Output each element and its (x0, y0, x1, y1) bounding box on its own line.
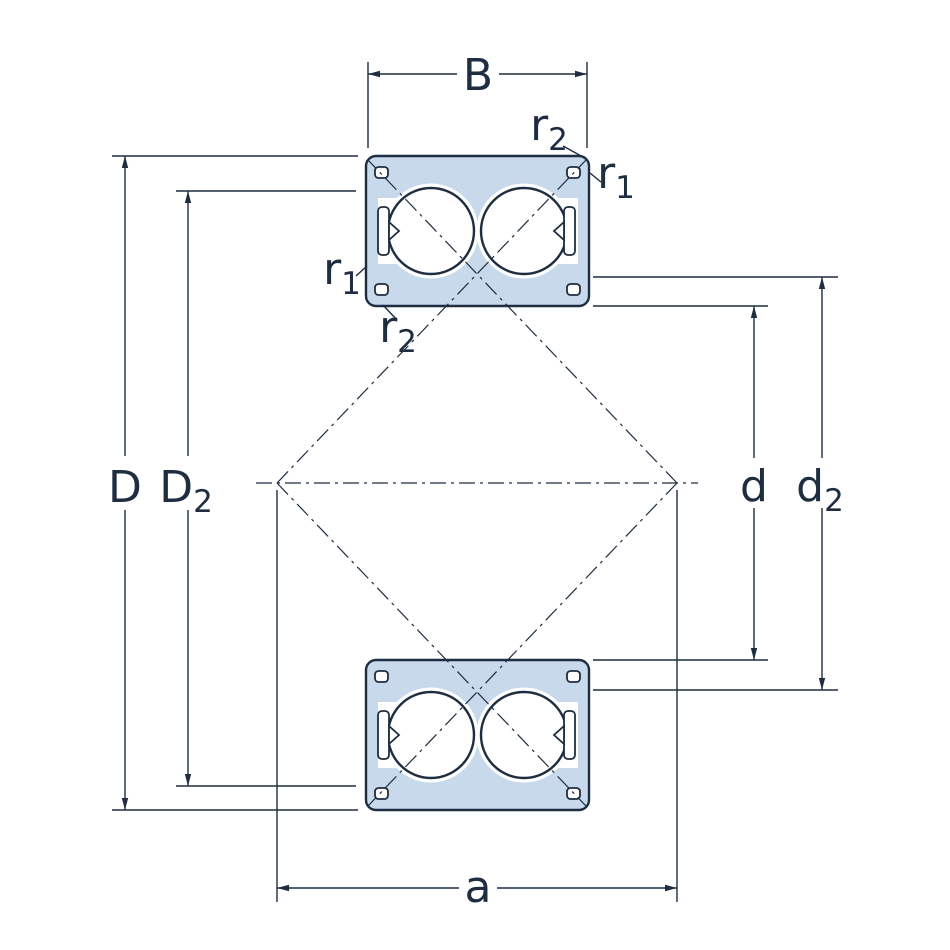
label-D2-main: D (159, 462, 193, 513)
leader-line (355, 265, 368, 277)
label-background (158, 456, 220, 510)
dimension-d: d (593, 305, 777, 661)
dimension-D: D (100, 155, 358, 811)
centerlines (256, 159, 698, 807)
label-r2-left-main: r (379, 302, 398, 353)
label-D-text: D (108, 462, 142, 513)
label-a: a (465, 862, 492, 913)
label-a-text: a (465, 862, 492, 913)
label-r1-left-sub: 1 (341, 266, 361, 302)
label-r1-left-main: r (323, 244, 342, 295)
leader-line (562, 145, 584, 158)
label-r2-top-main: r (530, 100, 549, 151)
label-r1-right-sub: 1 (615, 170, 635, 206)
chamfer-labels: r2 r1 r1 r2 (323, 100, 635, 360)
label-d2: d2 (796, 461, 844, 519)
bearing-top-section (364, 154, 591, 308)
dimension-d2: d2 (593, 276, 850, 691)
label-r2-top: r2 (530, 100, 568, 158)
label-background (100, 456, 150, 510)
label-B-text: B (463, 50, 493, 101)
label-d2-main: d (796, 461, 824, 512)
dimension-B: B (367, 48, 588, 148)
leader-line (382, 304, 398, 321)
label-r1-right-main: r (597, 148, 616, 199)
label-r2-top-sub: 2 (548, 122, 568, 158)
leader-line (589, 172, 602, 183)
label-D2-sub: 2 (193, 484, 213, 520)
label-background (731, 458, 777, 508)
label-d2-sub: 2 (824, 483, 844, 519)
dimension-D2: D2 (158, 190, 356, 787)
label-background (459, 862, 497, 910)
label-r1-left: r1 (323, 244, 361, 302)
dimension-a: a (276, 490, 678, 913)
label-background (794, 458, 850, 508)
label-d-text: d (740, 461, 768, 512)
label-B: B (463, 50, 493, 101)
label-r2-left-sub: 2 (397, 324, 417, 360)
label-r1-right: r1 (597, 148, 635, 206)
label-r2-left: r2 (379, 302, 417, 360)
label-D2: D2 (159, 462, 213, 520)
bearing-bottom-section (364, 658, 591, 812)
label-D: D (108, 462, 142, 513)
label-background (457, 48, 499, 98)
label-d: d (740, 461, 768, 512)
